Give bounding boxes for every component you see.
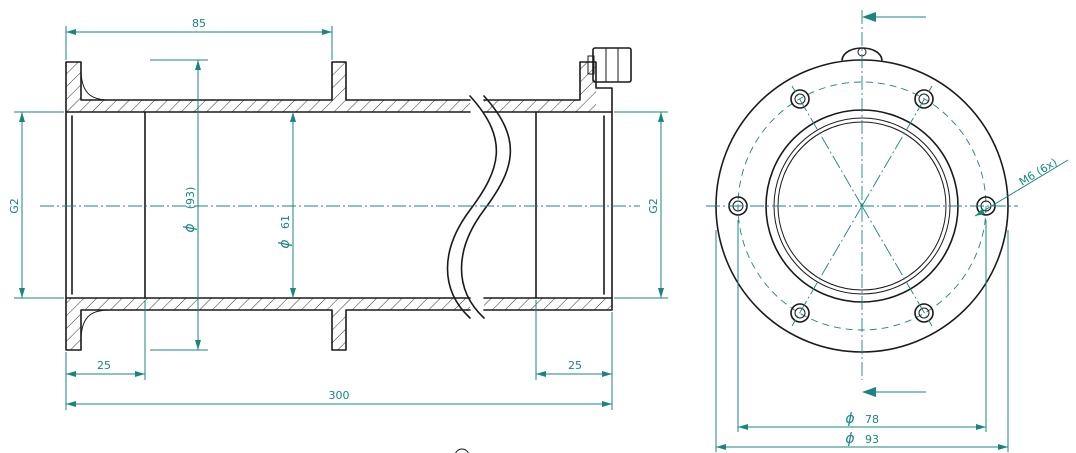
- section-arrow-bottom: [862, 387, 926, 397]
- diameter-symbol-93-front: ϕ: [845, 431, 854, 447]
- radial-line-2: [861, 85, 933, 207]
- diameter-symbol-93: ϕ: [182, 223, 198, 232]
- dim-label-78: 78: [865, 413, 879, 426]
- dim-label-25-left: 25: [97, 359, 111, 372]
- dim-label-g2-left: G2: [8, 198, 21, 214]
- pipe-outline: [65, 61, 613, 351]
- dim-thread-right: G2: [647, 112, 664, 298]
- dim-bolt-circle-78: ϕ 78: [738, 411, 986, 430]
- thread-callout: M6 (6x): [974, 156, 1069, 217]
- bolt-head: [587, 47, 632, 83]
- radial-line-4: [861, 205, 933, 327]
- dim-total-300: 300: [66, 389, 612, 407]
- radial-line-3: [791, 205, 863, 327]
- dim-label-93-front: 93: [865, 433, 879, 446]
- dim-outer-diameter: ϕ (93): [182, 60, 201, 350]
- dim-bore-diameter: ϕ 61: [277, 112, 296, 298]
- dim-label-25-right: 25: [568, 359, 582, 372]
- dim-flange-93: ϕ 93: [716, 431, 1008, 450]
- dim-right-end-25: 25: [536, 359, 612, 377]
- dim-thread-left: G2: [8, 112, 25, 298]
- front-view: M6 (6x) ϕ 78 ϕ 93: [706, 10, 1069, 452]
- side-section-view: 85 G2 G2 ϕ (93) ϕ: [8, 17, 668, 453]
- dim-label-61: 61: [279, 215, 292, 229]
- dim-length-85: 85: [66, 17, 332, 35]
- dim-label-85: 85: [192, 17, 206, 30]
- dim-label-g2-right: G2: [647, 198, 660, 214]
- dim-label-300: 300: [329, 389, 350, 402]
- section-arrow-top: [862, 12, 926, 22]
- view-marker: [455, 448, 469, 453]
- diameter-symbol-78: ϕ: [845, 411, 854, 427]
- radial-line-1: [791, 85, 863, 207]
- dim-label-93: (93): [184, 187, 197, 210]
- thread-note-label: M6 (6x): [1017, 156, 1060, 189]
- diameter-symbol-61: ϕ: [277, 239, 293, 248]
- dim-left-end-25: 25: [66, 359, 145, 377]
